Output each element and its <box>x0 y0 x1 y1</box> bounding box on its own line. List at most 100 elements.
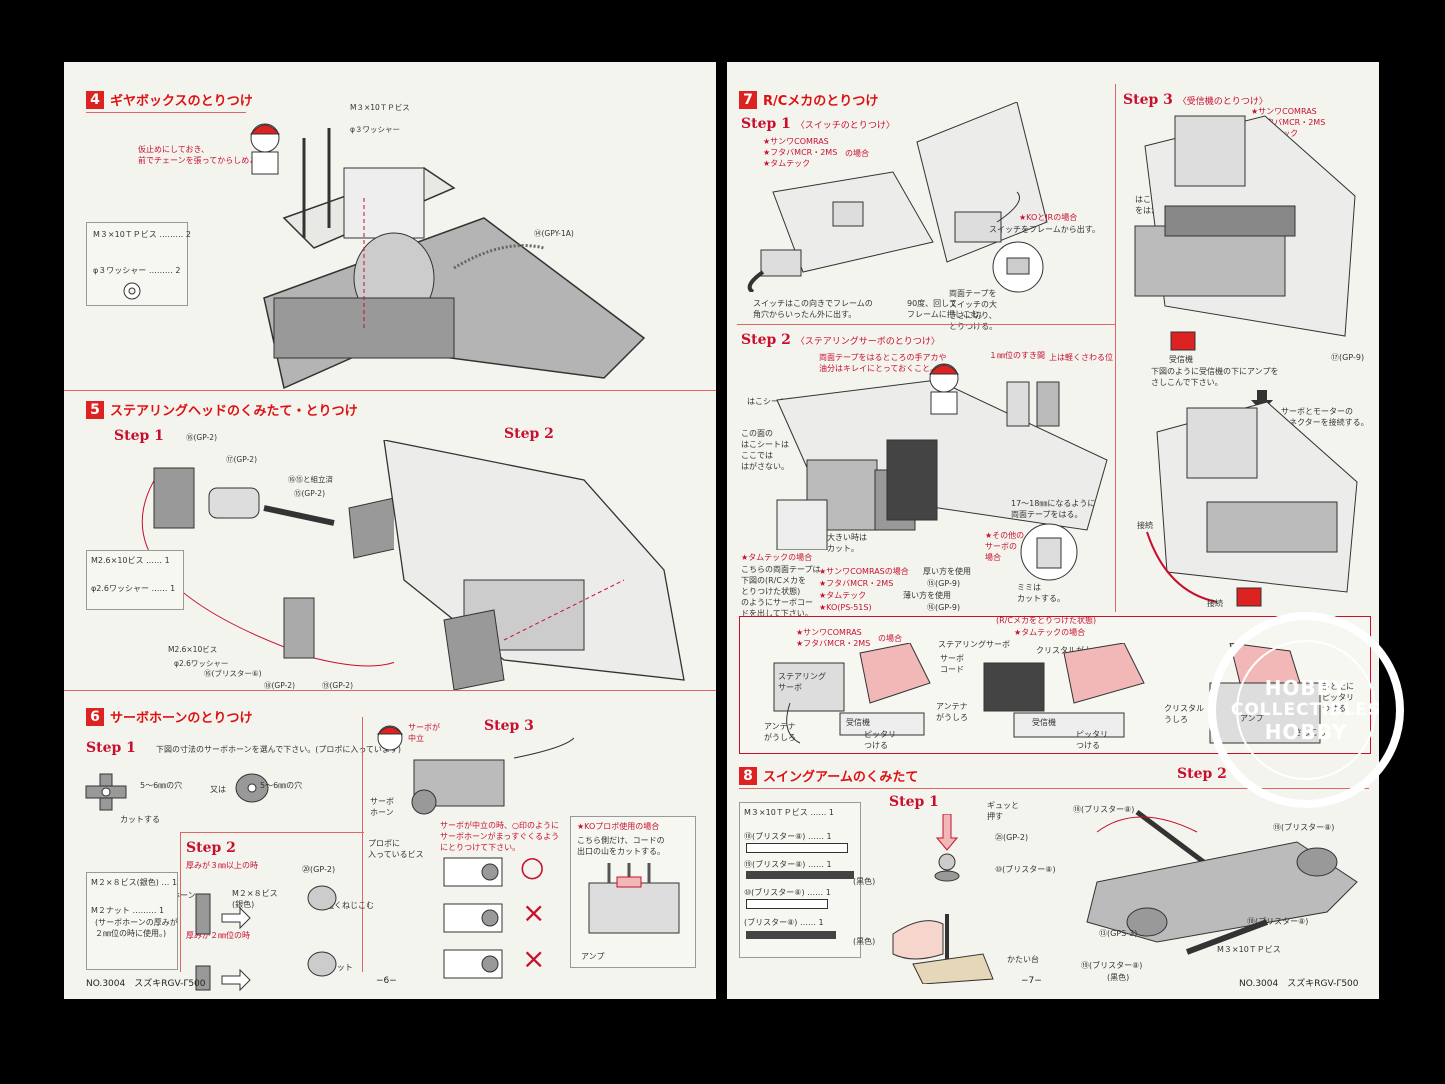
mascot-figure <box>928 363 960 415</box>
callout: ⑭(GPY-1A) <box>534 229 574 238</box>
callout: 上は軽くさわる位 <box>1049 353 1113 362</box>
part-label: (ブリスター⑧) <box>744 918 798 927</box>
section-divider <box>64 690 716 691</box>
divider <box>1115 84 1116 334</box>
parts-list-box: M３×10ＴＰビス ……… 2 φ３ワッシャー ……… 2 <box>86 222 191 306</box>
section-heading: サーボホーンのとりつけ <box>110 711 253 726</box>
section-8-title: 8 スイングアームのくみたて <box>739 766 918 785</box>
step-1-label: Step 1 <box>889 794 939 810</box>
callout: ★KOプロポ使用の場合 <box>577 822 660 831</box>
callout: ギュッと 押す <box>987 801 1019 821</box>
step-2-label: Step 2 <box>504 426 554 442</box>
part-label: M２ナット <box>91 906 130 915</box>
washer-icon <box>123 282 141 300</box>
part-label: M３×10ＴＰビス <box>744 808 808 817</box>
part-label: ⑩(ブリスター⑧) <box>744 888 805 897</box>
callout: ピッタリ つける <box>1076 730 1108 750</box>
callout: ミミは カットする。 <box>1017 583 1065 603</box>
callout: 大きい時は カット。 <box>827 533 867 553</box>
part-qty: 2 <box>185 230 191 239</box>
callout: 又は <box>210 785 226 794</box>
section-4-title: 4 ギヤボックスのとりつけ <box>86 90 253 109</box>
watermark-text: COLLECTIBLES <box>1230 700 1382 720</box>
callout: ⑲(ブリスター⑧) <box>1273 823 1335 832</box>
callout: ⑱(ブリスター⑧) <box>1073 805 1135 814</box>
correct-mark: ○ <box>520 850 545 883</box>
step-3-label: Step 3 〈受信機のとりつけ〉 <box>1123 92 1268 108</box>
part-label: M２×８ビス(銀色) <box>91 878 159 887</box>
part-label: M2.6×10ビス <box>91 556 144 565</box>
callout: 5～6㎜の穴 <box>140 781 183 790</box>
callout: 受信機 <box>1032 718 1056 727</box>
callout: M３×10ＴＰビス <box>350 103 410 112</box>
divider <box>362 717 363 972</box>
callout: (黒色) <box>853 937 876 946</box>
callout: ★フタバMCR・2MS <box>819 579 894 588</box>
callout: ⑯(GP-2) <box>186 433 217 442</box>
part-qty: 1 <box>170 584 176 593</box>
callout: (黒色) <box>1107 973 1130 982</box>
section-number: 8 <box>739 766 757 785</box>
callout: １㎜位のすき間 <box>989 351 1045 360</box>
receiver-amp-drawing <box>1146 401 1358 607</box>
callout: サーボ ホーン <box>370 797 394 817</box>
part-qty: 2 <box>175 266 181 275</box>
callout: ㉕(GP-2) <box>995 833 1029 842</box>
divider <box>737 324 1115 325</box>
divider <box>739 788 1369 789</box>
shaft-white <box>746 843 848 853</box>
callout: ⑯⑮と組立済 <box>288 475 333 484</box>
gap-detail <box>1006 381 1060 427</box>
section-number: 7 <box>739 90 757 109</box>
other-servo-circle <box>1020 523 1078 581</box>
callout: M３×10ＴＰビス <box>1217 945 1281 954</box>
section-heading: R/Cメカのとりつけ <box>763 94 879 109</box>
switch-drawing-1 <box>747 171 934 292</box>
callout: ⑮(GP-9) <box>927 579 961 588</box>
callout: プロポに 入っているビス <box>368 839 424 859</box>
step-subtitle: 〈スイッチのとりつけ〉 <box>795 121 895 131</box>
callout: クリスタルが上 <box>1036 646 1092 655</box>
parts-row: M２ナット ……… 1 <box>91 906 165 915</box>
callout: ★サンワCOMRAS ★フタバMCR・2MS <box>796 628 871 648</box>
callout: 厚い方を使用 <box>923 567 971 576</box>
shaft-black <box>746 871 854 879</box>
callout: サーボ コード <box>940 654 964 674</box>
callout: アンプ <box>581 952 605 961</box>
parts-row: ⑩(ブリスター⑧) …… 1 <box>744 888 831 897</box>
section-heading: スイングアームのくみたて <box>763 770 919 785</box>
callout: ⑰(GP-2) <box>226 455 257 464</box>
callout: ★タムテック <box>819 591 867 600</box>
divider <box>1115 334 1116 612</box>
callout: ステアリング サーボ <box>778 672 826 692</box>
horn-orientation-check <box>443 857 503 979</box>
callout: ★タムテックの場合 <box>1014 628 1086 637</box>
step-1-label: Step 1 〈スイッチのとりつけ〉 <box>741 116 895 132</box>
parts-row: φ2.6ワッシャー …… 1 <box>91 584 176 593</box>
callout: サーボが 中立 <box>408 723 440 743</box>
footer-model: NO.3004 スズキRGV-Γ500 <box>86 979 206 989</box>
callout: M２×８ビス (銀色) <box>232 889 278 909</box>
instruction-note: スイッチはこの向きでフレームの 角穴からいったん外に出す。 <box>753 299 873 319</box>
section-6-title: 6 サーボホーンのとりつけ <box>86 707 252 726</box>
part-qty: 1 <box>159 906 165 915</box>
part-label: φ３ワッシャー <box>93 266 147 275</box>
step-subtitle: 〈受信機のとりつけ〉 <box>1177 97 1268 107</box>
parts-row: φ３ワッシャー ……… 2 <box>93 266 181 275</box>
callout: (サーボホーンの厚みが ２㎜位の時に使用。) <box>95 918 178 938</box>
step-label: Step 1 <box>741 116 791 132</box>
section-heading: ギヤボックスのとりつけ <box>110 94 253 109</box>
parts-row: M３×10ＴＰビス …… 1 <box>744 808 834 817</box>
instruction-note: 両面テープをはるところの手アカや 油分はキレイにとっておくこと。 <box>819 353 947 373</box>
step-label: Step 1 <box>86 740 136 756</box>
amp-drawing <box>588 863 680 934</box>
callout: 厚みが２㎜位の時 <box>186 931 250 940</box>
callout: (黒色) <box>853 877 876 886</box>
callout: M2.6×10ビス <box>168 645 218 654</box>
step-2-label: Step 2 〈ステアリングサーボのとりつけ〉 <box>741 332 940 348</box>
callout: 5～6㎜の穴 <box>260 781 303 790</box>
part-label: M３×10ＴＰビス <box>93 230 157 239</box>
servo-horn-step2-drawing <box>195 885 337 992</box>
callout: サーボとモーターの コネクターを接続する。 <box>1281 407 1369 427</box>
parts-row: M２×８ビス(銀色) … 1 <box>91 878 178 887</box>
